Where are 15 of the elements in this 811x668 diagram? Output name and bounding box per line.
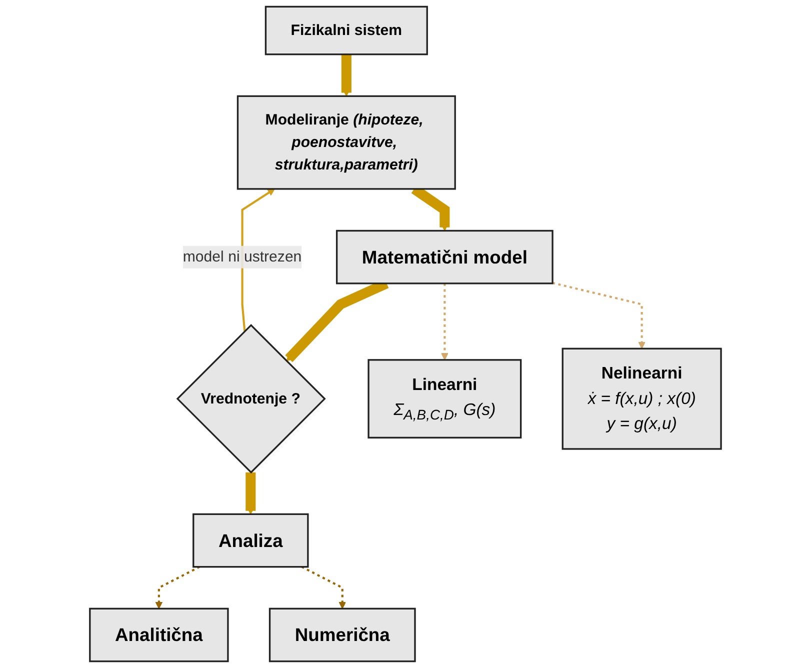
edge-label: model ni ustrezen <box>182 248 302 266</box>
arrow <box>341 54 352 96</box>
node-box: Numerična <box>268 608 416 662</box>
node-box: Analitična <box>89 608 229 662</box>
node-box: Fizikalni sistem <box>264 6 428 56</box>
node-box: Matematični model <box>336 230 554 284</box>
arrow <box>301 566 346 609</box>
arrow <box>246 472 256 514</box>
node-diamond: Vrednotenje ? <box>176 324 326 474</box>
arrow <box>552 282 646 349</box>
node-box: Analiza <box>192 513 309 568</box>
node-box: Modeliranje (hipoteze, poenostavitve, struktura,parametri) <box>236 95 456 190</box>
arrow <box>441 283 448 360</box>
node-box: Linearni Σ$_{A,B,C,D}$, G(s) <box>368 359 522 438</box>
arrow <box>155 566 200 609</box>
